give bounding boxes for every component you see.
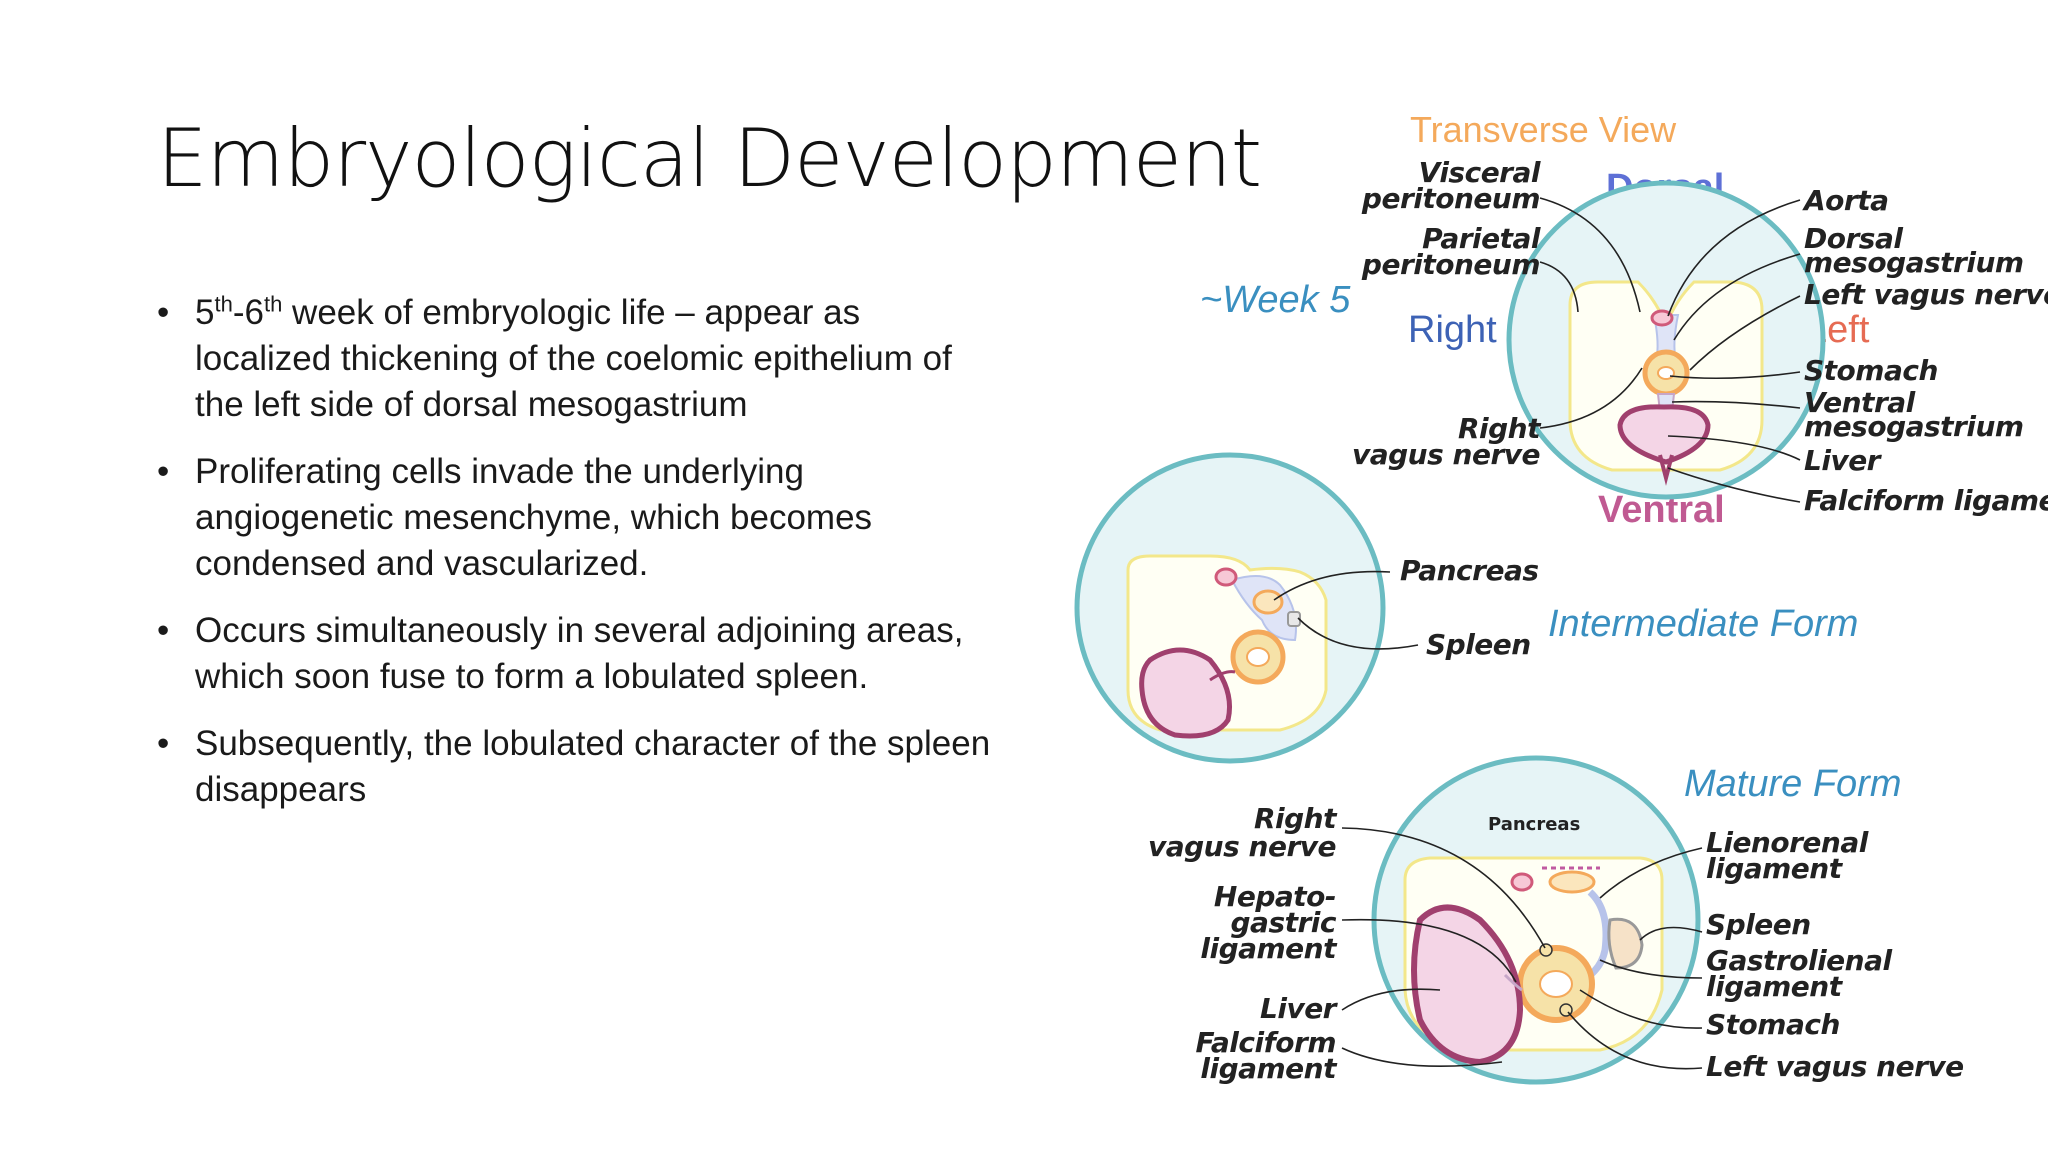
mature-spleen-shape bbox=[1607, 917, 1644, 970]
slide-title: Embryological Development bbox=[157, 112, 1262, 205]
intermediate-liver bbox=[1139, 647, 1233, 739]
mature-spleen-label: Spleen bbox=[1706, 908, 1811, 941]
mature-hepato-label-1: Hepato- bbox=[1214, 880, 1336, 913]
liver-shape bbox=[1617, 404, 1711, 465]
superscript: th bbox=[214, 291, 233, 317]
bullet-text: Occurs simultaneously in several adjoini… bbox=[195, 611, 964, 696]
bullet-marker: • bbox=[157, 293, 170, 332]
visceral-label-1: Visceral bbox=[1419, 156, 1541, 189]
leader-parietal bbox=[1539, 261, 1579, 313]
transverse-view-header: Transverse View bbox=[1410, 109, 1677, 150]
leader-liver bbox=[1667, 435, 1801, 461]
mature-gastrolienal-label-2: ligament bbox=[1706, 970, 1844, 1003]
mature-lienorenal-label-1: Lienorenal bbox=[1706, 826, 1869, 859]
leader-left-vagus bbox=[1689, 295, 1801, 371]
bullet-text: Proliferating cells invade the underlyin… bbox=[195, 452, 873, 583]
leader-intermediate-spleen bbox=[1297, 617, 1419, 650]
mature-hepato-label-3: ligament bbox=[1200, 932, 1338, 965]
leader-mature-lienorenal bbox=[1599, 847, 1703, 899]
leader-mature-right-vagus bbox=[1341, 827, 1546, 949]
aorta-label: Aorta bbox=[1802, 184, 1889, 217]
dorsal-meso-label-1: Dorsal bbox=[1804, 222, 1903, 255]
bullet-item: • Proliferating cells invade the underly… bbox=[155, 449, 995, 587]
leader-mature-left-vagus bbox=[1567, 1011, 1703, 1070]
parietal-label-2: peritoneum bbox=[1361, 248, 1540, 281]
bullet-text: 5 bbox=[195, 293, 215, 332]
leader-aorta bbox=[1667, 199, 1801, 317]
intermediate-stomach-lumen bbox=[1246, 647, 1270, 667]
mature-liver bbox=[1411, 904, 1524, 1066]
intermediate-form: Pancreas Spleen Intermediate Form bbox=[1074, 452, 1858, 764]
bullet-list: • 5th-6th week of embryologic life – app… bbox=[155, 290, 995, 834]
intermediate-spleen-label: Spleen bbox=[1426, 628, 1531, 661]
stomach-label: Stomach bbox=[1804, 354, 1938, 387]
right-vagus-label-1: Right bbox=[1458, 412, 1542, 445]
intermediate-pancreas-shape bbox=[1252, 589, 1284, 615]
visceral-label-2: peritoneum bbox=[1361, 182, 1540, 215]
mature-right-vagus-dot bbox=[1539, 943, 1553, 957]
leader-intermediate-pancreas bbox=[1273, 570, 1391, 601]
bullet-item: • Occurs simultaneously in several adjoi… bbox=[155, 608, 995, 700]
transverse-view: Transverse View ~Week 5 Dorsal Ventral R… bbox=[1200, 109, 2048, 531]
falciform-label: Falciform ligament bbox=[1804, 484, 2048, 517]
week-label: ~Week 5 bbox=[1200, 279, 1351, 321]
mature-falciform-label-1: Falciform bbox=[1195, 1026, 1336, 1059]
mature-right-vagus-label-1: Right bbox=[1254, 802, 1338, 835]
mature-stomach-label: Stomach bbox=[1706, 1008, 1840, 1041]
bullet-text: Subsequently, the lobulated character of… bbox=[195, 724, 991, 809]
mature-liver-label: Liver bbox=[1260, 992, 1339, 1025]
mature-gastrolienal-label-1: Gastrolienal bbox=[1706, 944, 1892, 977]
intermediate-ventral-meso bbox=[1209, 670, 1236, 682]
leader-dorsal-meso bbox=[1673, 253, 1801, 341]
bullet-marker: • bbox=[157, 611, 170, 650]
leader-falciform bbox=[1667, 467, 1801, 503]
mature-right-vagus-label-2: vagus nerve bbox=[1148, 830, 1336, 863]
leader-right-vagus bbox=[1539, 367, 1643, 429]
intermediate-form-title: Intermediate Form bbox=[1548, 603, 1858, 645]
liver-label: Liver bbox=[1804, 444, 1883, 477]
bullet-item: • 5th-6th week of embryologic life – app… bbox=[155, 290, 995, 428]
bullet-text: week of embryologic life – appear as loc… bbox=[195, 293, 952, 424]
leader-visceral bbox=[1539, 197, 1641, 313]
leader-ventral-meso bbox=[1671, 400, 1801, 409]
leader-mature-liver bbox=[1341, 988, 1441, 1011]
mature-falciform-label-2: ligament bbox=[1200, 1052, 1338, 1085]
aorta-shape bbox=[1650, 309, 1674, 327]
intermediate-pancreas-label: Pancreas bbox=[1400, 554, 1539, 587]
mature-pancreas-label: Pancreas bbox=[1488, 814, 1580, 835]
mature-aorta bbox=[1510, 872, 1534, 892]
left-vagus-label: Left vagus nerve bbox=[1804, 278, 2048, 311]
right-vagus-label-2: vagus nerve bbox=[1352, 438, 1540, 471]
ventral-meso-label-2: mesogastrium bbox=[1804, 410, 2024, 443]
right-label: Right bbox=[1408, 309, 1497, 351]
leader-mature-hepatogastric bbox=[1341, 918, 1517, 983]
parietal-label-1: Parietal bbox=[1422, 222, 1541, 255]
bullet-item: • Subsequently, the lobulated character … bbox=[155, 721, 995, 813]
falciform-shape bbox=[1658, 454, 1674, 486]
bullet-text: -6 bbox=[232, 293, 264, 332]
leader-mature-gastrolienal bbox=[1599, 959, 1703, 979]
leader-mature-spleen bbox=[1639, 926, 1703, 941]
leader-mature-stomach bbox=[1579, 989, 1703, 1029]
mature-lienorenal-label-2: ligament bbox=[1706, 852, 1844, 885]
leader-mature-falciform bbox=[1341, 1047, 1503, 1068]
mature-hepatogastric-shape bbox=[1503, 973, 1523, 992]
dorsal-meso-label-2: mesogastrium bbox=[1804, 246, 2024, 279]
mature-form: Mature Form Pancreas Right vagus nerve bbox=[1148, 755, 1964, 1085]
mature-hepato-label-2: gastric bbox=[1231, 906, 1337, 939]
stomach-lumen bbox=[1657, 366, 1675, 380]
mature-form-title: Mature Form bbox=[1684, 763, 1901, 805]
superscript: th bbox=[263, 291, 283, 317]
ventral-meso-label-1: Ventral bbox=[1804, 386, 1916, 419]
intermediate-aorta bbox=[1214, 567, 1238, 587]
bullet-marker: • bbox=[157, 452, 170, 491]
mature-stomach-lumen bbox=[1539, 970, 1573, 998]
bullet-marker: • bbox=[157, 724, 170, 763]
mature-left-vagus-label: Left vagus nerve bbox=[1706, 1050, 1964, 1083]
mature-pancreas-shape bbox=[1548, 870, 1596, 894]
leader-stomach bbox=[1669, 371, 1801, 380]
